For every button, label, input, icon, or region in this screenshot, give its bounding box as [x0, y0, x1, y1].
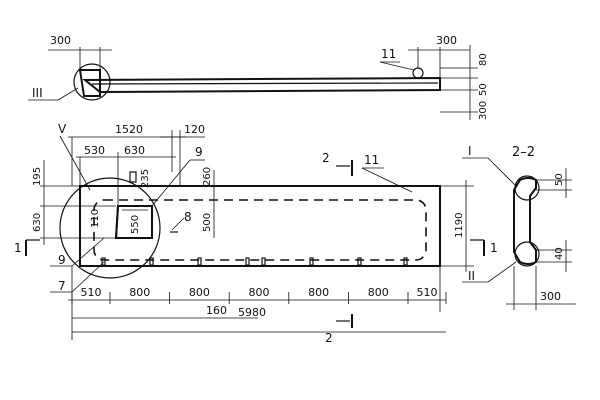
section-2-top: 2	[322, 151, 330, 165]
spacing-label: 510	[80, 286, 101, 299]
detail-circle-v	[59, 177, 161, 279]
dim-630-left: 630	[32, 213, 43, 232]
insert	[403, 257, 408, 266]
plan-view: 1520 120 530 630 235 9 260 500 8 550 110…	[14, 122, 498, 345]
section-mark-1-left: 1	[14, 241, 22, 255]
section-title: 2–2	[512, 145, 535, 160]
leader-line	[71, 237, 105, 267]
dim-160: 160	[206, 304, 227, 317]
slab-outline	[79, 185, 441, 267]
insert	[245, 257, 250, 266]
callout-9-top: 9	[195, 145, 203, 159]
spacing-label: 800	[368, 286, 389, 299]
dim-5980: 5980	[238, 306, 266, 319]
dim-110: 110	[90, 209, 101, 228]
leader-line	[487, 261, 517, 283]
dim-1190: 1190	[454, 213, 465, 238]
dim-300-vertical: 300	[478, 101, 489, 120]
spacing-label: 510	[417, 286, 438, 299]
callout-7: 7	[58, 279, 66, 293]
dim-550: 550	[130, 215, 141, 234]
dim-300-right: 300	[436, 34, 457, 47]
bottom-inserts	[101, 257, 408, 266]
section-mark-i: I	[468, 144, 472, 158]
insert	[101, 257, 106, 266]
leader-line	[361, 167, 413, 193]
callout-8: 8	[184, 210, 192, 224]
dim-195: 195	[32, 167, 43, 186]
leader-line	[171, 217, 185, 231]
insert	[197, 257, 202, 266]
dim-1520: 1520	[115, 123, 143, 136]
section-mark-ii: II	[468, 269, 475, 283]
insert	[149, 257, 154, 266]
dim-120: 120	[184, 123, 205, 136]
detail-mark-v: V	[58, 122, 67, 136]
dim-235: 235	[140, 169, 151, 188]
callout-11-plan: 11	[364, 153, 379, 167]
spacing-label: 800	[308, 286, 329, 299]
section-profile	[513, 177, 537, 265]
detail-circle-i	[514, 175, 540, 201]
detail-circle-ii	[514, 241, 540, 267]
insert	[309, 257, 314, 266]
section-2-2: 2–2 I II 50 40 300	[462, 144, 576, 310]
slab-dashed-contour	[93, 199, 427, 261]
dim-300-left: 300	[50, 34, 71, 47]
spacing-labels: 510 800 800 800 800 800 510	[80, 286, 437, 299]
dim-500: 500	[202, 213, 213, 232]
insert	[357, 257, 362, 266]
opening-diagonal	[115, 205, 119, 239]
leader-line	[71, 261, 105, 293]
spacing-label: 800	[129, 286, 150, 299]
spacing-label: 800	[189, 286, 210, 299]
dim-40-section: 40	[554, 247, 565, 260]
spacing-ticks	[71, 292, 447, 304]
dim-50-section: 50	[554, 173, 565, 186]
detail-circle-iii	[73, 63, 111, 101]
leader-line	[59, 135, 91, 191]
lifting-loop	[412, 67, 424, 79]
top-left-end	[78, 69, 101, 97]
dim-260: 260	[202, 167, 213, 186]
section-2-bottom: 2	[325, 331, 333, 345]
top-elevation-view: 300 300 11 80 50 300 III	[28, 34, 489, 120]
leader-line	[151, 159, 191, 207]
dim-530: 530	[84, 144, 105, 157]
dim-630: 630	[124, 144, 145, 157]
leader-line	[57, 87, 79, 101]
top-insert	[129, 171, 137, 183]
top-beam-inner-line	[91, 82, 439, 85]
dim-300-section: 300	[540, 290, 561, 303]
leader-line	[379, 61, 415, 71]
insert	[261, 257, 266, 266]
detail-mark-iii: III	[32, 86, 43, 100]
callout-11-top: 11	[381, 47, 396, 61]
callout-9-bottom: 9	[58, 253, 66, 267]
leader-line	[487, 157, 517, 187]
dim-50: 50	[478, 83, 489, 96]
top-beam-outline	[82, 76, 441, 94]
dim-80: 80	[478, 53, 489, 66]
section-mark-1-right: 1	[490, 241, 498, 255]
spacing-label: 800	[249, 286, 270, 299]
